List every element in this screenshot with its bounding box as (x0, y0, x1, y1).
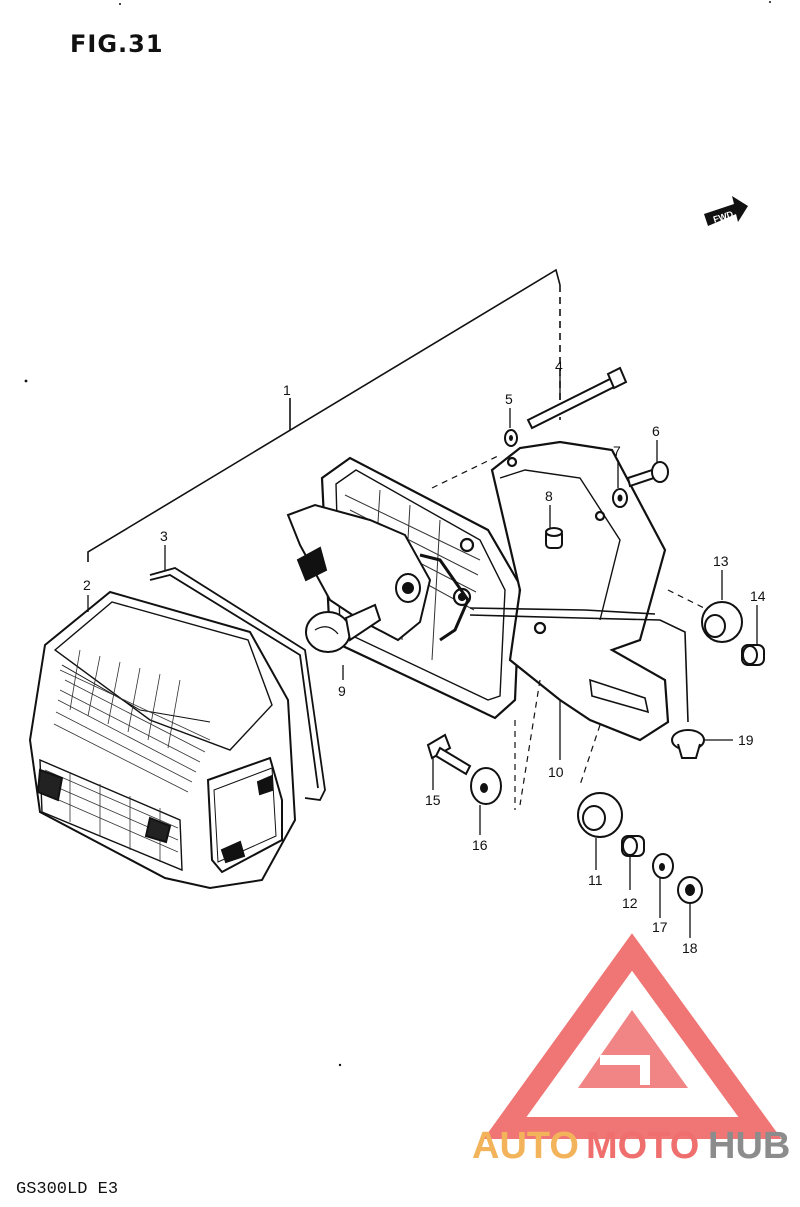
callout-13: 13 (713, 553, 729, 569)
callout-19: 19 (738, 732, 754, 748)
clip-19 (671, 729, 705, 759)
callout-17: 17 (652, 919, 668, 935)
grommet-11 (577, 792, 623, 838)
callout-6: 6 (652, 423, 660, 439)
callout-leaders (87, 375, 758, 938)
lens-gasket (149, 567, 326, 801)
callout-10: 10 (548, 764, 564, 780)
callout-1: 1 (283, 382, 291, 398)
figure-title: FIG.31 (70, 30, 164, 58)
grommet-13 (701, 601, 743, 643)
screw-6 (626, 461, 669, 488)
callout-2: 2 (83, 577, 91, 593)
logo-auto-text: AUTO (472, 1125, 579, 1167)
spacer-8 (545, 527, 563, 549)
callout-16: 16 (472, 837, 488, 853)
logo-hub-text: HUB (708, 1125, 790, 1167)
fwd-arrow-icon: FWD (704, 196, 748, 226)
logo-g-cut (600, 1055, 650, 1085)
callout-5: 5 (505, 391, 513, 407)
callout-15: 15 (425, 792, 441, 808)
callout-labels: 1 2 3 4 5 6 7 8 9 10 11 12 13 14 15 16 1… (83, 358, 766, 956)
leader-lines (431, 454, 713, 810)
collar-14 (741, 644, 765, 666)
callout-11: 11 (588, 872, 603, 888)
washer-5 (504, 429, 518, 447)
washer-16 (470, 767, 502, 805)
wire-harness (469, 607, 689, 723)
bolt-15 (426, 733, 472, 776)
callout-4: 4 (555, 358, 563, 374)
callout-12: 12 (622, 895, 638, 911)
license-bracket (490, 440, 670, 742)
washer-7 (612, 488, 628, 508)
collar-12 (621, 835, 645, 857)
washer-17 (652, 853, 674, 879)
callout-14: 14 (750, 588, 766, 604)
logo-moto-text: MOTO (586, 1125, 699, 1167)
callout-9: 9 (338, 683, 346, 699)
tail-lens-housing (28, 590, 297, 890)
watermark-logo: AUTO MOTO HUB (472, 933, 790, 1167)
nut-18 (677, 876, 703, 904)
callout-3: 3 (160, 528, 168, 544)
model-label: GS300LD E3 (16, 1180, 119, 1199)
callout-18: 18 (682, 940, 698, 956)
callout-8: 8 (545, 488, 553, 504)
bulb-socket (286, 503, 470, 653)
logo-triangle-outer (483, 933, 782, 1139)
callout-7: 7 (613, 443, 621, 459)
long-bolt (526, 366, 628, 430)
print-specks (24, 1, 771, 1067)
logo-triangle-inner (578, 1010, 688, 1088)
